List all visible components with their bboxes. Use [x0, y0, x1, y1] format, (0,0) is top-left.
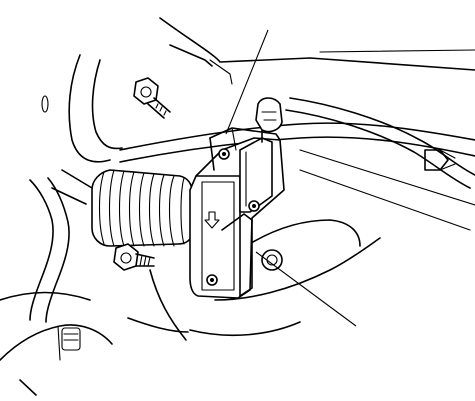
background-frame-outline [0, 18, 475, 395]
bearing-bracket [190, 98, 284, 298]
drive-shaft-boot [92, 170, 206, 246]
upper-leader-line [226, 30, 268, 134]
down-arrow-icon [205, 212, 219, 228]
upper-mounting-bolt [134, 78, 170, 118]
lower-mounting-bolt [114, 244, 154, 270]
lower-leader-line [256, 252, 356, 326]
